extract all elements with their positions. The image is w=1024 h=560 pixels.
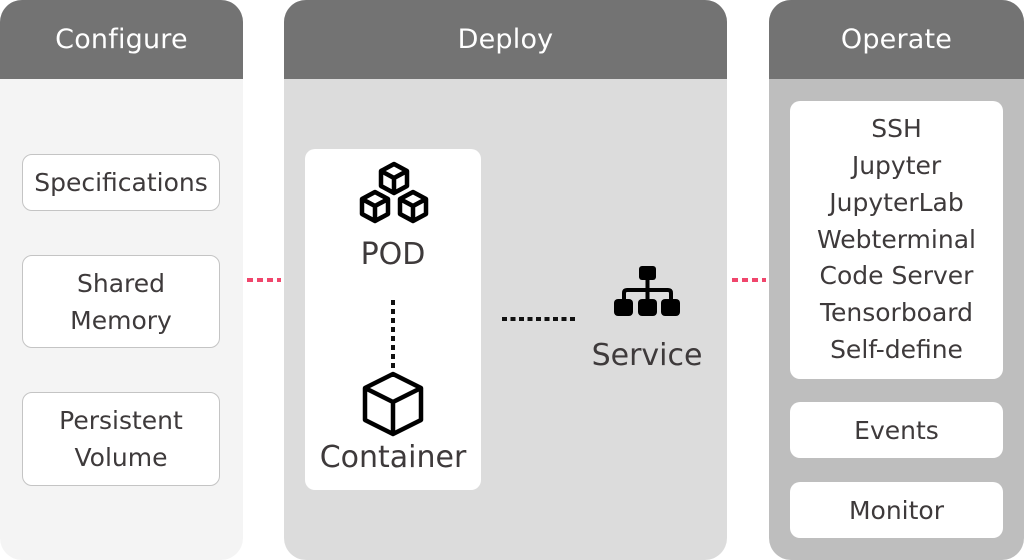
tool-code-server: Code Server bbox=[819, 261, 974, 291]
persistent-volume-label-line2: Volume bbox=[74, 443, 168, 472]
deploy-column: Deploy POD Container Service bbox=[284, 0, 727, 560]
events-box: Events bbox=[790, 402, 1003, 458]
pod-card: POD Container bbox=[305, 149, 481, 490]
persistent-volume-box: Persistent Volume bbox=[22, 392, 220, 486]
cube-icon bbox=[362, 371, 424, 437]
deploy-header: Deploy bbox=[284, 0, 727, 79]
specifications-label: Specifications bbox=[34, 168, 208, 197]
tool-webterminal: Webterminal bbox=[817, 224, 976, 254]
container-label: Container bbox=[319, 440, 467, 475]
tool-jupyterlab: JupyterLab bbox=[829, 187, 964, 217]
specifications-box: Specifications bbox=[22, 154, 220, 211]
persistent-volume-label-line1: Persistent bbox=[59, 406, 183, 435]
pod-service-dotted-link bbox=[502, 317, 577, 321]
service-label: Service bbox=[591, 338, 703, 373]
deploy-operate-connector bbox=[732, 278, 766, 282]
shared-memory-label-line2: Memory bbox=[70, 305, 172, 335]
configure-column: Configure Specifications Shared Memory P… bbox=[0, 0, 243, 560]
configure-header: Configure bbox=[0, 0, 243, 79]
shared-memory-label-line1: Shared bbox=[76, 268, 165, 298]
pod-container-dotted-link bbox=[391, 300, 395, 372]
tool-self-define: Self-define bbox=[830, 334, 963, 364]
tool-tensorboard: Tensorboard bbox=[819, 298, 974, 328]
cubes-icon bbox=[359, 161, 429, 224]
tool-ssh: SSH bbox=[871, 114, 922, 144]
sitemap-icon bbox=[614, 266, 680, 316]
pod-label: POD bbox=[360, 237, 426, 272]
shared-memory-box: Shared Memory bbox=[22, 255, 220, 348]
operate-header: Operate bbox=[769, 0, 1024, 79]
monitor-label: Monitor bbox=[848, 495, 945, 525]
configure-deploy-connector bbox=[247, 278, 281, 282]
operate-column: Operate SSH Jupyter JupyterLab Webtermin… bbox=[769, 0, 1024, 560]
tools-box: SSH Jupyter JupyterLab Webterminal Code … bbox=[790, 101, 1003, 379]
events-label: Events bbox=[854, 415, 939, 445]
tool-jupyter: Jupyter bbox=[851, 151, 942, 180]
monitor-box: Monitor bbox=[790, 482, 1003, 538]
